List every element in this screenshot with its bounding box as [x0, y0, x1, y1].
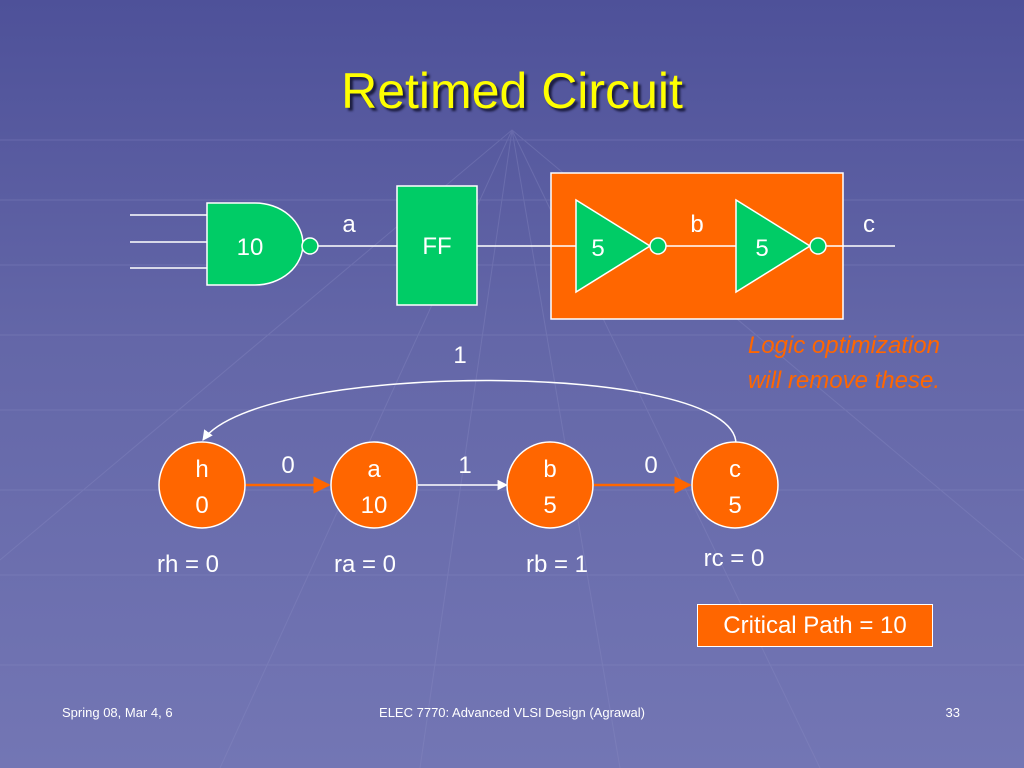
retiming-a: ra = 0	[334, 551, 396, 578]
node-a-name: a	[367, 456, 381, 483]
node-a-circle	[330, 441, 418, 529]
edge-c-h-weight: 1	[453, 342, 466, 369]
circuit-schematic: 10 a FF 5 b 5 c	[130, 172, 895, 320]
wire-a-label: a	[342, 211, 356, 238]
edge-c-to-h	[202, 379, 737, 445]
flip-flop-label: FF	[422, 233, 451, 260]
footer-course: ELEC 7770: Advanced VLSI Design (Agrawal…	[379, 705, 645, 720]
inverter-2-delay: 5	[755, 235, 768, 262]
node-h-delay: 0	[195, 492, 208, 519]
retiming-graph: 1 0 1 0 h 0 a 10 b 5 c 5 rh = 0 ra = 0 r	[157, 342, 779, 578]
graph-node-b: b 5	[506, 441, 594, 529]
graph-node-c: c 5	[691, 441, 779, 529]
inverter-2-bubble	[809, 237, 827, 255]
node-h-circle	[158, 441, 246, 529]
optimization-note: Logic optimization will remove these.	[690, 328, 940, 398]
gate-delay-label: 10	[237, 234, 264, 261]
node-c-delay: 5	[728, 492, 741, 519]
retiming-h: rh = 0	[157, 551, 219, 578]
graph-node-a: a 10	[330, 441, 418, 529]
inverter-1-bubble	[649, 237, 667, 255]
flip-flop	[396, 185, 478, 306]
edge-a-b-weight: 1	[458, 452, 471, 479]
inverter-1	[575, 198, 652, 294]
note-line-2: will remove these.	[747, 367, 940, 394]
inverter-2	[735, 198, 812, 294]
note-line-1: Logic optimization	[747, 332, 940, 359]
footer-date: Spring 08, Mar 4, 6	[62, 705, 173, 720]
node-a-delay: 10	[361, 492, 388, 519]
wire-b-label: b	[690, 211, 703, 238]
inverter-1-delay: 5	[591, 235, 604, 262]
node-b-name: b	[543, 456, 556, 483]
retiming-b: rb = 1	[526, 551, 588, 578]
retiming-c: rc = 0	[704, 545, 765, 572]
node-b-circle	[506, 441, 594, 529]
node-h-name: h	[195, 456, 208, 483]
critical-path-box: Critical Path = 10	[697, 604, 933, 647]
graph-node-h: h 0	[158, 441, 246, 529]
nand-bubble	[301, 237, 319, 255]
slide-title: Retimed Circuit	[341, 63, 683, 119]
wire-c-label: c	[863, 211, 875, 238]
edge-h-a-weight: 0	[281, 452, 294, 479]
node-b-delay: 5	[543, 492, 556, 519]
footer-page-number: 33	[945, 705, 960, 720]
edge-b-c-weight: 0	[644, 452, 657, 479]
node-c-circle	[691, 441, 779, 529]
node-c-name: c	[729, 456, 741, 483]
